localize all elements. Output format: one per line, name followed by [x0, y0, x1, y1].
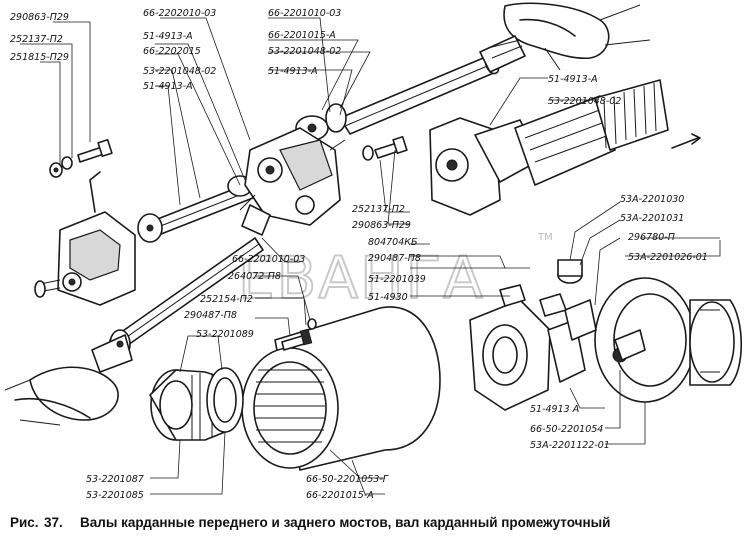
part-label: 66-2201015-А — [306, 490, 374, 501]
part-label: 51-4913-А — [143, 31, 193, 42]
part-label: 290863-П29 — [352, 220, 411, 231]
caption-number: 37. — [44, 515, 63, 530]
part-label: 51-4913-А — [268, 66, 318, 77]
part-label: 51-4913 А — [530, 404, 579, 415]
part-label: 66-2202010-03 — [143, 8, 216, 19]
figure-caption: Рис. 37. Валы карданные переднего и задн… — [10, 515, 610, 530]
part-label: 53-2201085 — [86, 490, 144, 501]
part-label: 53-2201087 — [86, 474, 144, 485]
gearbox-drawing — [34, 171, 136, 306]
part-label: 53А-2201122-01 — [530, 440, 610, 451]
front-axle-housing-drawing — [4, 366, 119, 426]
part-label: 51-4930 — [368, 292, 408, 303]
part-label: 66-2202015 — [143, 46, 201, 57]
caption-text: Валы карданные переднего и заднего мосто… — [80, 515, 610, 530]
splined-sleeve-drawing — [149, 367, 244, 441]
part-label: 252137-П2 — [352, 204, 405, 215]
part-label: 251815-П29 — [10, 52, 69, 63]
part-label: 53А-2201026-01 — [628, 252, 708, 263]
rear-driveshaft-drawing — [295, 35, 526, 141]
yoke-cross-drawing — [469, 259, 597, 411]
lower-driveshaft-drawing — [91, 237, 264, 373]
part-label: 264072-П8 — [228, 271, 281, 282]
part-label: 66-2201015-А — [268, 30, 336, 41]
small-bolts-drawing — [281, 318, 317, 351]
rear-axle-housing-drawing — [503, 2, 651, 71]
caption-prefix: Рис. — [10, 515, 39, 530]
part-label: 296780-П — [628, 232, 675, 243]
part-label: 53-2201089 — [196, 329, 254, 340]
watermark-mark: ТМ — [537, 232, 553, 243]
fasteners-drawing — [49, 135, 408, 178]
part-label: 290487-П8 — [368, 253, 421, 264]
part-label: 66-2201010-03 — [268, 8, 341, 19]
part-label: 53А-2201031 — [620, 213, 684, 224]
bell-housing-drawing — [241, 306, 441, 471]
part-label: 804704КБ — [368, 237, 418, 248]
part-label: 66-50-2201054 — [530, 424, 603, 435]
part-label: 51-4913-А — [143, 81, 193, 92]
part-label: 290863-П29 — [10, 12, 69, 23]
transfer-case-drawing — [239, 127, 346, 236]
part-labels: 290863-П29 252137-П2 251815-П29 66-22020… — [10, 8, 708, 501]
leader-lines — [20, 17, 721, 495]
part-label: 53-2201048-02 — [548, 96, 621, 107]
part-label: 53-2201048-02 — [268, 46, 341, 57]
hub-flange-drawing — [594, 277, 743, 403]
part-label: 290487-П8 — [184, 310, 237, 321]
part-label: 51-2201039 — [368, 274, 426, 285]
part-label: 51-4913-А — [548, 74, 598, 85]
part-label: 66-50-2201053-Г — [306, 474, 389, 485]
part-label: 53А-2201030 — [620, 194, 684, 205]
part-label: 66-2201010-03 — [232, 254, 305, 265]
part-label: 53-2201048-02 — [143, 66, 216, 77]
part-label: 252137-П2 — [10, 34, 63, 45]
part-label: 252154-П2 — [200, 294, 253, 305]
flange-joint-drawing — [429, 79, 701, 216]
